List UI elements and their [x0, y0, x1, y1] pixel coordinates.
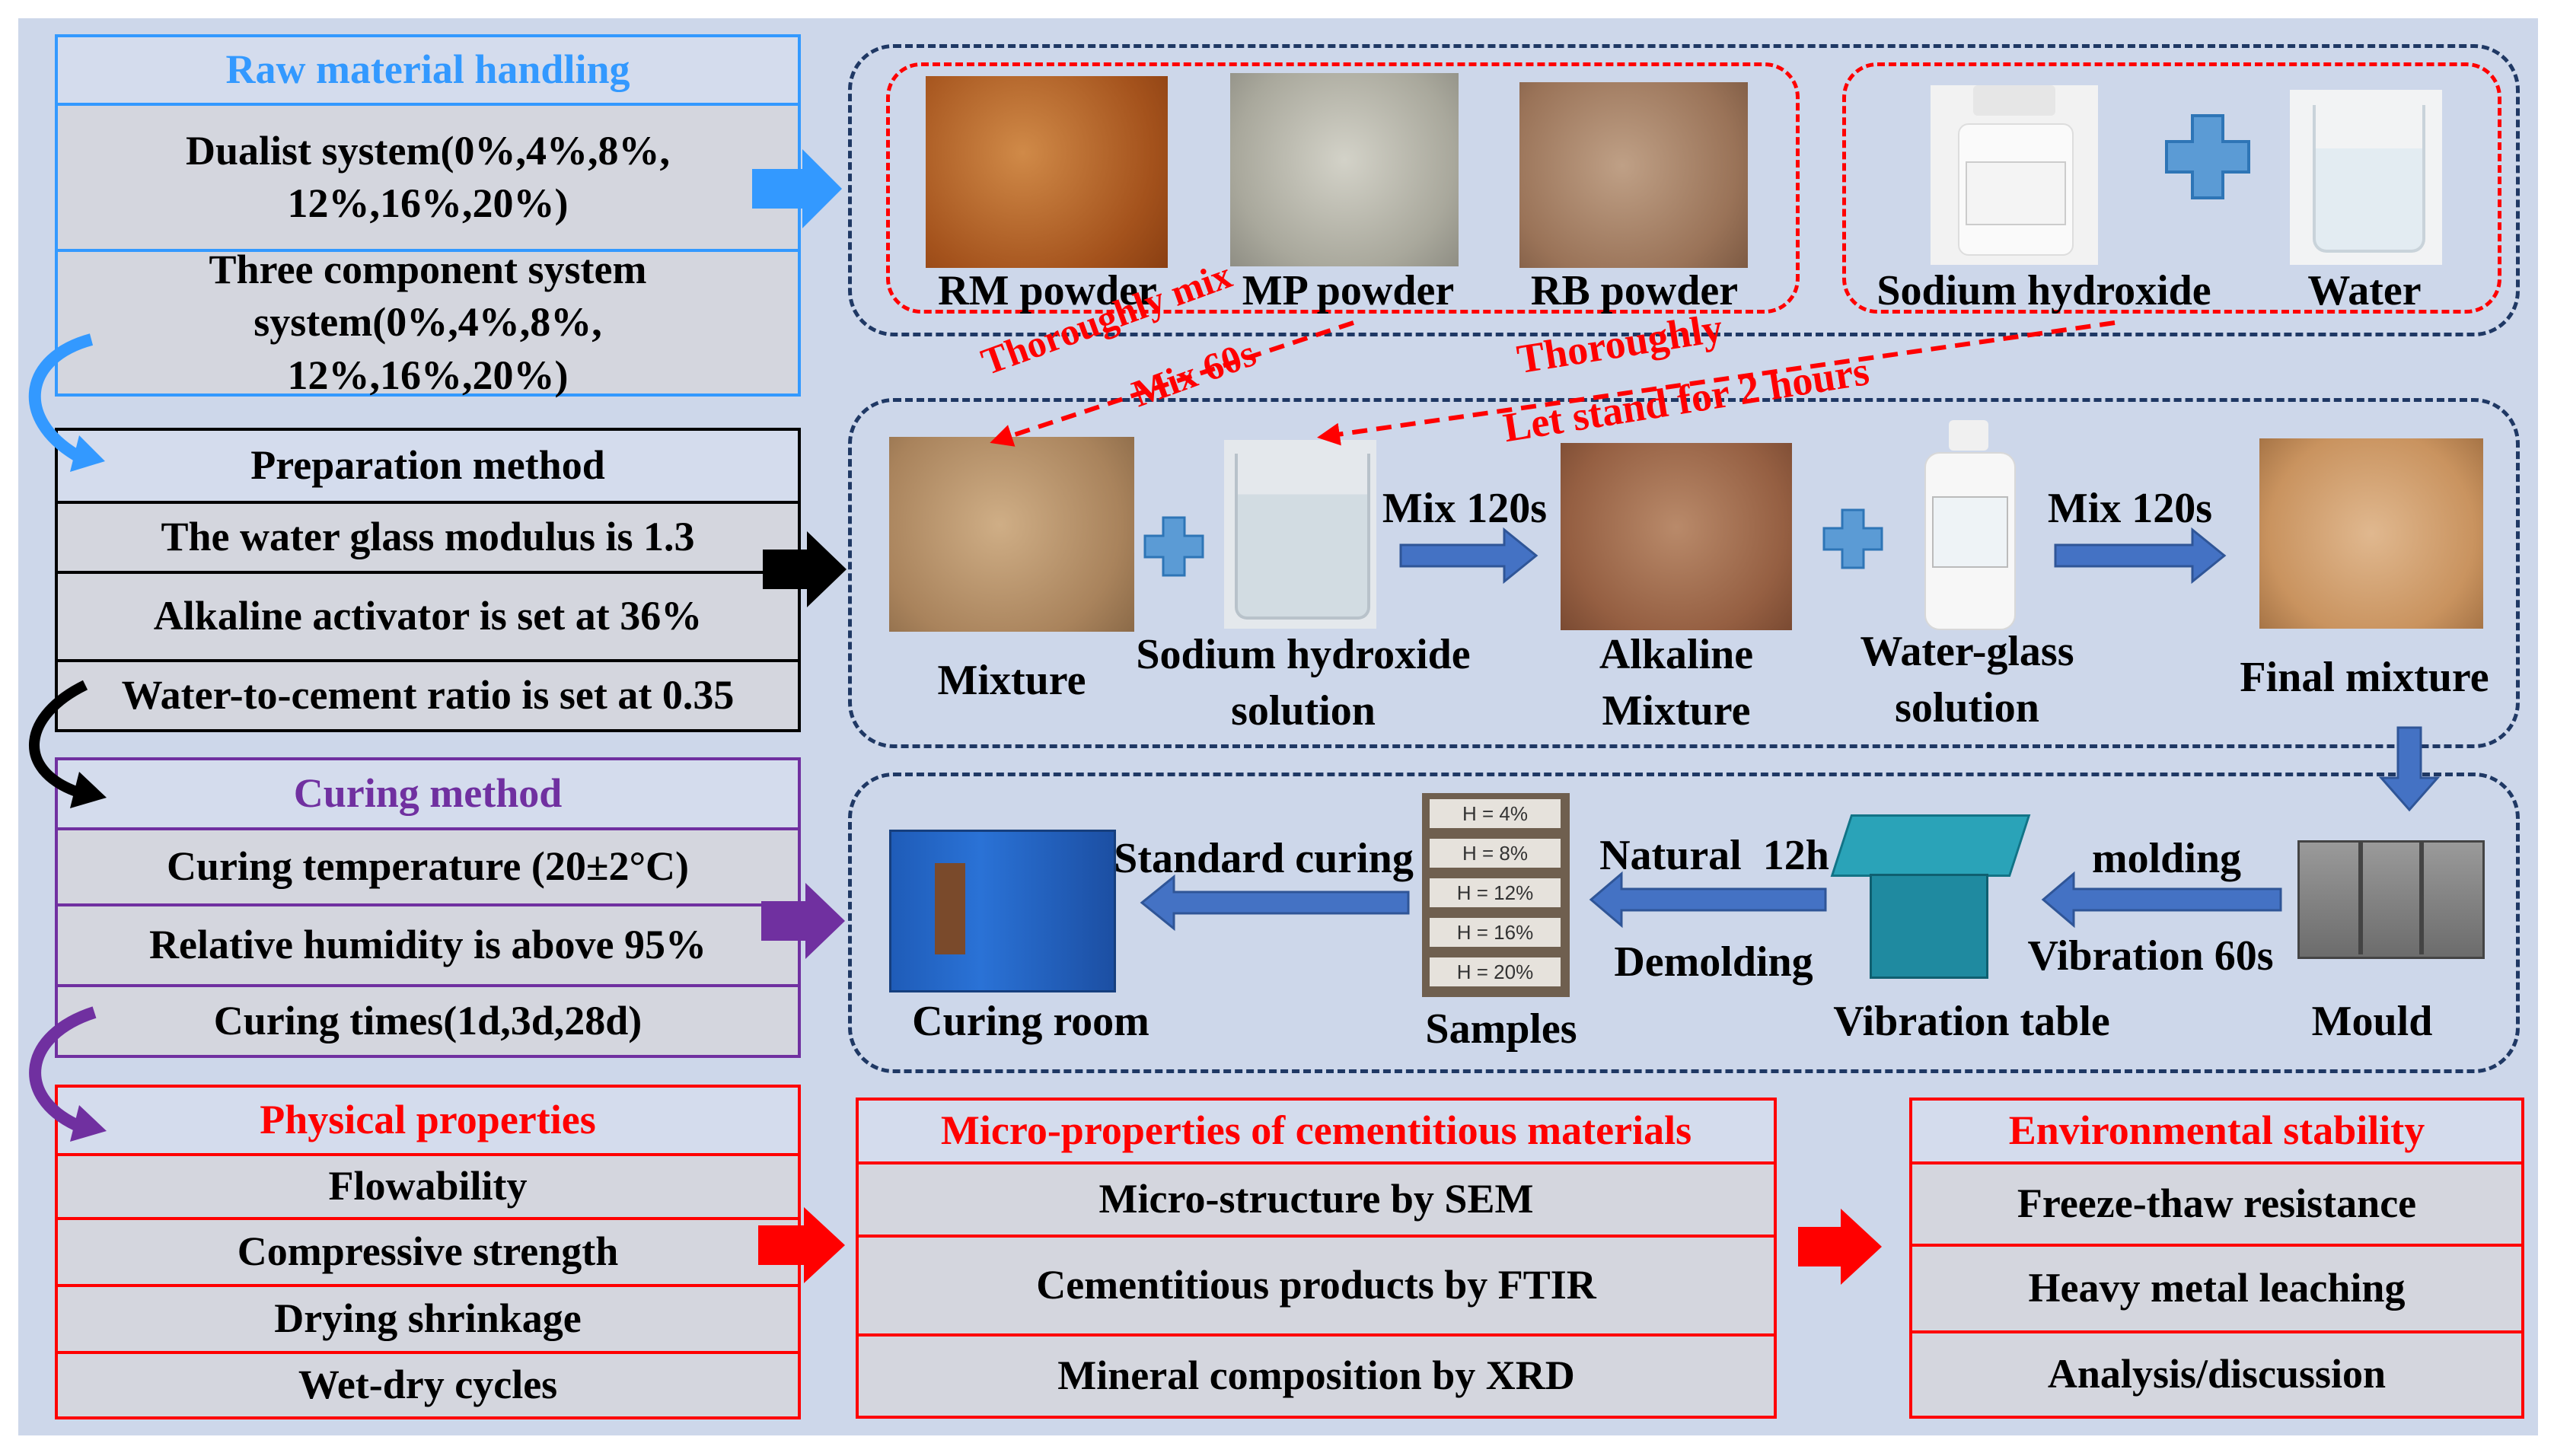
purple-curved-arrow — [29, 1006, 97, 1131]
sodium-hydroxide-solution-label: Sodium hydroxide solution — [1136, 631, 1471, 734]
sample-tag-3: H = 12% — [1430, 878, 1561, 907]
rb-powder-image — [1519, 82, 1748, 268]
arrow-to-alkaline — [1399, 527, 1538, 585]
environmental-stability-box: Environmental stability Freeze-thaw resi… — [1909, 1098, 2524, 1419]
physical-properties-title: Physical properties — [58, 1088, 798, 1156]
rm-powder-label: RM powder — [938, 267, 1157, 314]
water-cement-ratio: Water-to-cement ratio is set at 0.35 — [58, 662, 798, 729]
alkaline-activator: Alkaline activator is set at 36% — [58, 574, 798, 662]
sample-tag-2: H = 8% — [1430, 839, 1561, 868]
mixture-image — [889, 437, 1134, 632]
arrow-to-final — [2054, 527, 2227, 585]
analysis-discussion: Analysis/discussion — [1912, 1333, 2521, 1416]
plus-icon — [1822, 508, 1883, 569]
freeze-thaw-resistance: Freeze-thaw resistance — [1912, 1164, 2521, 1247]
sample-tag-4: H = 16% — [1430, 918, 1561, 947]
rm-powder-image — [926, 76, 1168, 268]
mould-image — [2297, 825, 2497, 970]
mineral-composition-xrd: Mineral composition by XRD — [859, 1337, 1774, 1416]
micro-properties-title: Micro-properties of cementitious materia… — [859, 1101, 1774, 1164]
samples-label: Samples — [1425, 1005, 1577, 1053]
mix-120s-label-2: Mix 120s — [2047, 485, 2213, 532]
curing-room-label: Curing room — [912, 998, 1149, 1045]
water-glass-solution-label: Water-glass solution — [1860, 628, 2074, 731]
red-group-powders — [886, 62, 1800, 314]
molding-label: molding — [2091, 835, 2242, 882]
wet-dry-cycles: Wet-dry cycles — [58, 1354, 798, 1416]
demolding-label: Demolding — [1614, 938, 1813, 986]
blue-curved-arrow — [28, 333, 94, 460]
sodium-hydroxide-solution-image — [1224, 440, 1376, 629]
water-beaker-image — [2290, 90, 2442, 265]
micro-properties-box: Micro-properties of cementitious materia… — [856, 1098, 1777, 1419]
arrow-down-to-mould — [2378, 726, 2441, 812]
water-glass-bottle-image — [1918, 420, 2019, 630]
drying-shrinkage: Drying shrinkage — [58, 1287, 798, 1354]
materials-panel — [848, 44, 2520, 336]
environmental-stability-title: Environmental stability — [1912, 1101, 2521, 1164]
red-group-liquids — [1842, 62, 2501, 314]
sodium-hydroxide-bottle-image — [1931, 85, 2098, 265]
red-block-arrow-left — [758, 1207, 845, 1283]
red-block-arrow-middle — [1798, 1209, 1882, 1285]
vibration-table-label: Vibration table — [1833, 998, 2110, 1045]
arrow-to-curing-room — [1140, 874, 1410, 932]
final-mixture-image — [2259, 438, 2483, 629]
preparation-box: Preparation method The water glass modul… — [55, 428, 801, 732]
mould-label: Mould — [2311, 998, 2433, 1045]
samples-image: H = 4% H = 8% H = 12% H = 16% H = 20% — [1422, 793, 1570, 997]
red-dashed-arrow-mix — [990, 320, 1354, 447]
preparation-title: Preparation method — [58, 431, 798, 504]
mp-powder-image — [1230, 73, 1459, 266]
alkaline-mixture-label: Alkaline Mixture — [1599, 631, 1754, 734]
arrow-to-samples — [1589, 871, 1827, 929]
purple-block-arrow — [761, 883, 845, 959]
compressive-strength: Compressive strength — [58, 1220, 798, 1287]
curing-method-title: Curing method — [58, 760, 798, 830]
plus-icon — [1143, 516, 1204, 577]
dualist-system: Dualist system(0%,4%,8%, 12%,16%,20%) — [58, 106, 798, 252]
final-mixture-label: Final mixture — [2240, 654, 2489, 701]
mixing-panel — [848, 398, 2520, 748]
raw-material-box: Raw material handling Dualist system(0%,… — [55, 34, 801, 398]
mp-powder-label: MP powder — [1242, 267, 1455, 314]
mixture-label: Mixture — [937, 657, 1086, 704]
raw-material-title: Raw material handling — [58, 37, 798, 106]
three-component-system: Three component system system(0%,4%,8%, … — [58, 247, 798, 398]
plus-icon — [2165, 114, 2250, 199]
sample-tag-1: H = 4% — [1430, 799, 1561, 828]
arrow-to-vibration — [2041, 871, 2282, 929]
blue-block-arrow — [752, 149, 842, 228]
curing-temperature: Curing temperature (20±2°C) — [58, 830, 798, 906]
black-curved-arrow — [29, 680, 88, 797]
cementitious-products-ftir: Cementitious products by FTIR — [859, 1238, 1774, 1337]
sample-tag-5: H = 20% — [1430, 957, 1561, 986]
curing-room-container-image — [889, 819, 1116, 992]
vibration-table-image — [1827, 808, 2031, 982]
micro-structure-sem: Micro-structure by SEM — [859, 1164, 1774, 1238]
curing-method-box: Curing method Curing temperature (20±2°C… — [55, 757, 801, 1058]
relative-humidity: Relative humidity is above 95% — [58, 906, 798, 987]
alkaline-mixture-image — [1561, 443, 1792, 630]
water-label: Water — [2307, 267, 2422, 314]
red-dashed-arrow-stand — [1317, 320, 2116, 446]
vibration-60s-label: Vibration 60s — [2027, 932, 2274, 980]
mix-120s-label-1: Mix 120s — [1382, 485, 1548, 532]
natural-12h-label: Natural 12h — [1599, 832, 1829, 879]
water-glass-modulus: The water glass modulus is 1.3 — [58, 504, 798, 574]
flowability: Flowability — [58, 1156, 798, 1220]
sodium-hydroxide-label: Sodium hydroxide — [1876, 267, 2211, 314]
standard-curing-label: Standard curing — [1114, 835, 1414, 882]
curing-process-panel — [848, 773, 2520, 1073]
rb-powder-label: RB powder — [1530, 267, 1739, 314]
heavy-metal-leaching: Heavy metal leaching — [1912, 1247, 2521, 1333]
black-block-arrow — [763, 531, 847, 607]
curing-times: Curing times(1d,3d,28d) — [58, 987, 798, 1055]
physical-properties-box: Physical properties Flowability Compress… — [55, 1085, 801, 1419]
